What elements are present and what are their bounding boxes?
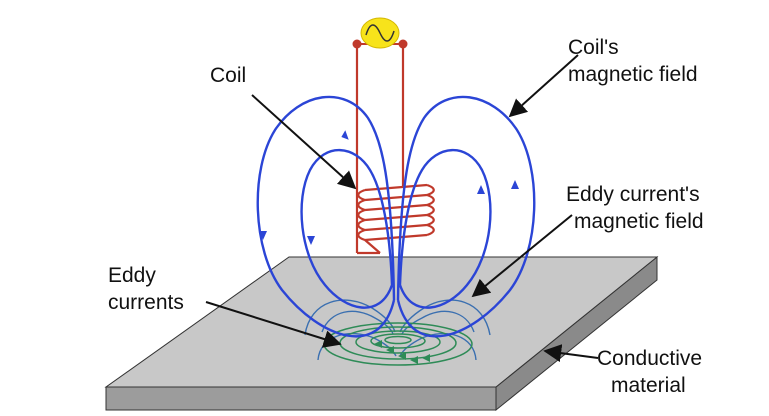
label-eddy-field-line1: Eddy current's xyxy=(566,183,700,206)
eddy-field-pointer-arrow xyxy=(471,214,573,298)
label-coil-field-line1: Coil's xyxy=(568,36,619,59)
coil-pointer-arrow xyxy=(251,94,357,190)
eddy-current-rings xyxy=(323,322,473,366)
field-loop-right-outer xyxy=(396,95,536,338)
field-loop-left-outer xyxy=(256,95,396,338)
label-coil-field-line2: magnetic field xyxy=(568,63,698,86)
field-loop-right-inner xyxy=(398,148,492,309)
label-coil: Coil xyxy=(210,64,246,87)
coil-field-pointer-arrow xyxy=(508,54,579,118)
label-eddy-line1: Eddy xyxy=(108,264,156,287)
pointer-arrows xyxy=(205,54,599,363)
field-loop-left-inner xyxy=(300,148,394,309)
conductive-pointer-arrow xyxy=(543,344,599,363)
field-line-arrows xyxy=(259,130,519,245)
coil-windings xyxy=(357,180,435,254)
eddy-current-arrows xyxy=(374,340,430,364)
ac-source-icon xyxy=(352,17,408,49)
coil-leads xyxy=(355,44,405,255)
plate-front-side xyxy=(105,386,497,411)
eddy-currents-pointer-arrow xyxy=(205,301,342,348)
coil-magnetic-field-lines xyxy=(256,95,536,338)
labels: Coil Coil's magnetic field Eddy current'… xyxy=(108,36,704,397)
label-eddy-field-line2: magnetic field xyxy=(574,210,704,233)
conductive-plate xyxy=(104,255,659,412)
label-conductive-line1: Conductive xyxy=(597,347,702,370)
label-conductive-line2: material xyxy=(611,374,686,397)
label-eddy-line2: currents xyxy=(108,291,184,314)
